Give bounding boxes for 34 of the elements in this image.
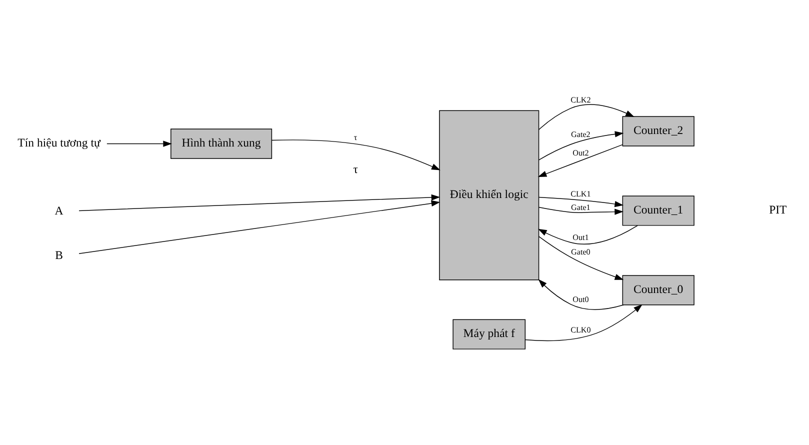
node-box: Counter_1	[622, 196, 694, 226]
edge-label: Gate1	[571, 202, 590, 212]
node-text: Tín hiệu tương tự	[18, 136, 100, 150]
edge-label: Out0	[572, 294, 589, 304]
arrow	[538, 236, 624, 280]
arrow	[538, 104, 634, 130]
node-box: Counter_2	[622, 116, 694, 146]
arrow	[78, 194, 440, 212]
node-box: Máy phát f	[452, 319, 526, 350]
label: PIT	[769, 204, 787, 217]
node-text: B	[55, 249, 63, 262]
arrow	[272, 140, 440, 170]
node-box: Counter_0	[622, 275, 694, 306]
arrow	[538, 279, 624, 310]
edge-label: CLK1	[570, 190, 591, 199]
node-box: Điều khiển logic	[439, 110, 540, 280]
edge-label: Out2	[572, 148, 589, 158]
arrow	[538, 206, 624, 215]
edge-label: Gate0	[571, 248, 590, 257]
edge-label: CLK0	[570, 326, 591, 335]
arrow	[524, 304, 642, 342]
node-text: A	[54, 204, 64, 218]
arrow	[538, 144, 623, 177]
edge-label: Gate2	[571, 130, 590, 139]
edge-label: Out1	[572, 233, 589, 242]
arrow	[78, 200, 440, 254]
edge-label: τ	[354, 132, 358, 142]
node-box: Hình thành xung	[170, 128, 272, 159]
edge-label: CLK2	[570, 95, 591, 104]
arrow	[538, 131, 624, 160]
label: τ	[353, 163, 358, 176]
arrow	[538, 196, 624, 208]
arrow	[106, 140, 172, 147]
arrow	[538, 225, 638, 244]
